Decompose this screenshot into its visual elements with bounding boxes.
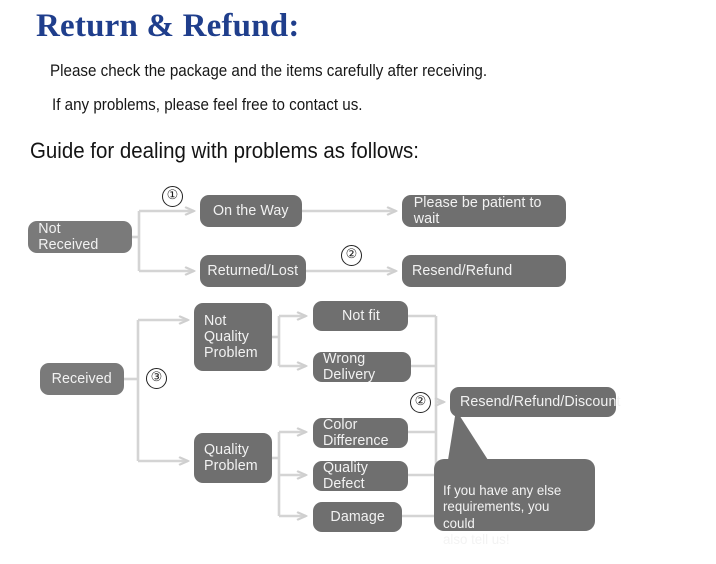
node-on-the-way-label: On the Way: [213, 202, 289, 220]
node-not-quality-problem[interactable]: Not Quality Problem: [194, 303, 272, 371]
node-received-label: Received: [51, 370, 113, 388]
node-resend-refund-discount-label: Resend/Refund/Discount: [460, 393, 621, 411]
callout-tail-icon: [448, 410, 488, 460]
instruction-line-1: Please check the package and the items c…: [50, 62, 488, 80]
marker-1-icon: ①: [162, 186, 183, 207]
node-please-be-patient-label: Please be patient to wait: [413, 194, 542, 227]
node-returned-lost-label: Returned/Lost: [207, 262, 299, 280]
flowchart-connectors: [124, 0, 716, 536]
node-quality-defect[interactable]: Quality Defect: [313, 459, 408, 492]
node-not-quality-problem-label: Not Quality Problem: [204, 312, 258, 361]
node-damage[interactable]: Damage: [313, 502, 402, 532]
node-received[interactable]: Received: [40, 363, 124, 395]
node-quality-problem[interactable]: Quality Problem: [194, 433, 272, 483]
node-please-be-patient[interactable]: Please be patient to wait: [402, 195, 566, 227]
node-damage-label: Damage: [330, 508, 385, 526]
instruction-line-2: If any problems, please feel free to con…: [52, 96, 363, 114]
return-refund-infographic: Return & Refund: Please check the packag…: [28, 0, 716, 547]
page-title: Return & Refund:: [36, 8, 300, 44]
marker-3-icon: ③: [146, 368, 167, 389]
node-color-difference-label: Color Difference: [322, 416, 389, 449]
node-wrong-delivery-label: Wrong Delivery: [323, 350, 376, 383]
node-not-received[interactable]: Not Received: [28, 221, 132, 253]
node-not-fit-label: Not fit: [341, 307, 380, 325]
node-quality-problem-label: Quality Problem: [204, 441, 258, 474]
marker-2-bottom-icon: ②: [410, 392, 431, 413]
node-quality-defect-label: Quality Defect: [322, 459, 368, 492]
node-resend-refund[interactable]: Resend/Refund: [402, 255, 566, 287]
node-wrong-delivery[interactable]: Wrong Delivery: [313, 350, 411, 383]
callout-text: If you have any else requirements, you c…: [443, 481, 562, 548]
callout-balloon: If you have any else requirements, you c…: [434, 459, 595, 547]
node-returned-lost[interactable]: Returned/Lost: [200, 255, 306, 287]
node-resend-refund-discount[interactable]: Resend/Refund/Discount: [450, 387, 620, 417]
guide-heading: Guide for dealing with problems as follo…: [30, 138, 419, 163]
node-color-difference[interactable]: Color Difference: [313, 416, 408, 449]
node-not-fit[interactable]: Not fit: [313, 301, 408, 331]
node-on-the-way[interactable]: On the Way: [200, 195, 302, 227]
marker-2-top-icon: ②: [341, 245, 362, 266]
node-not-received-label: Not Received: [38, 220, 99, 253]
node-resend-refund-label: Resend/Refund: [412, 262, 513, 280]
